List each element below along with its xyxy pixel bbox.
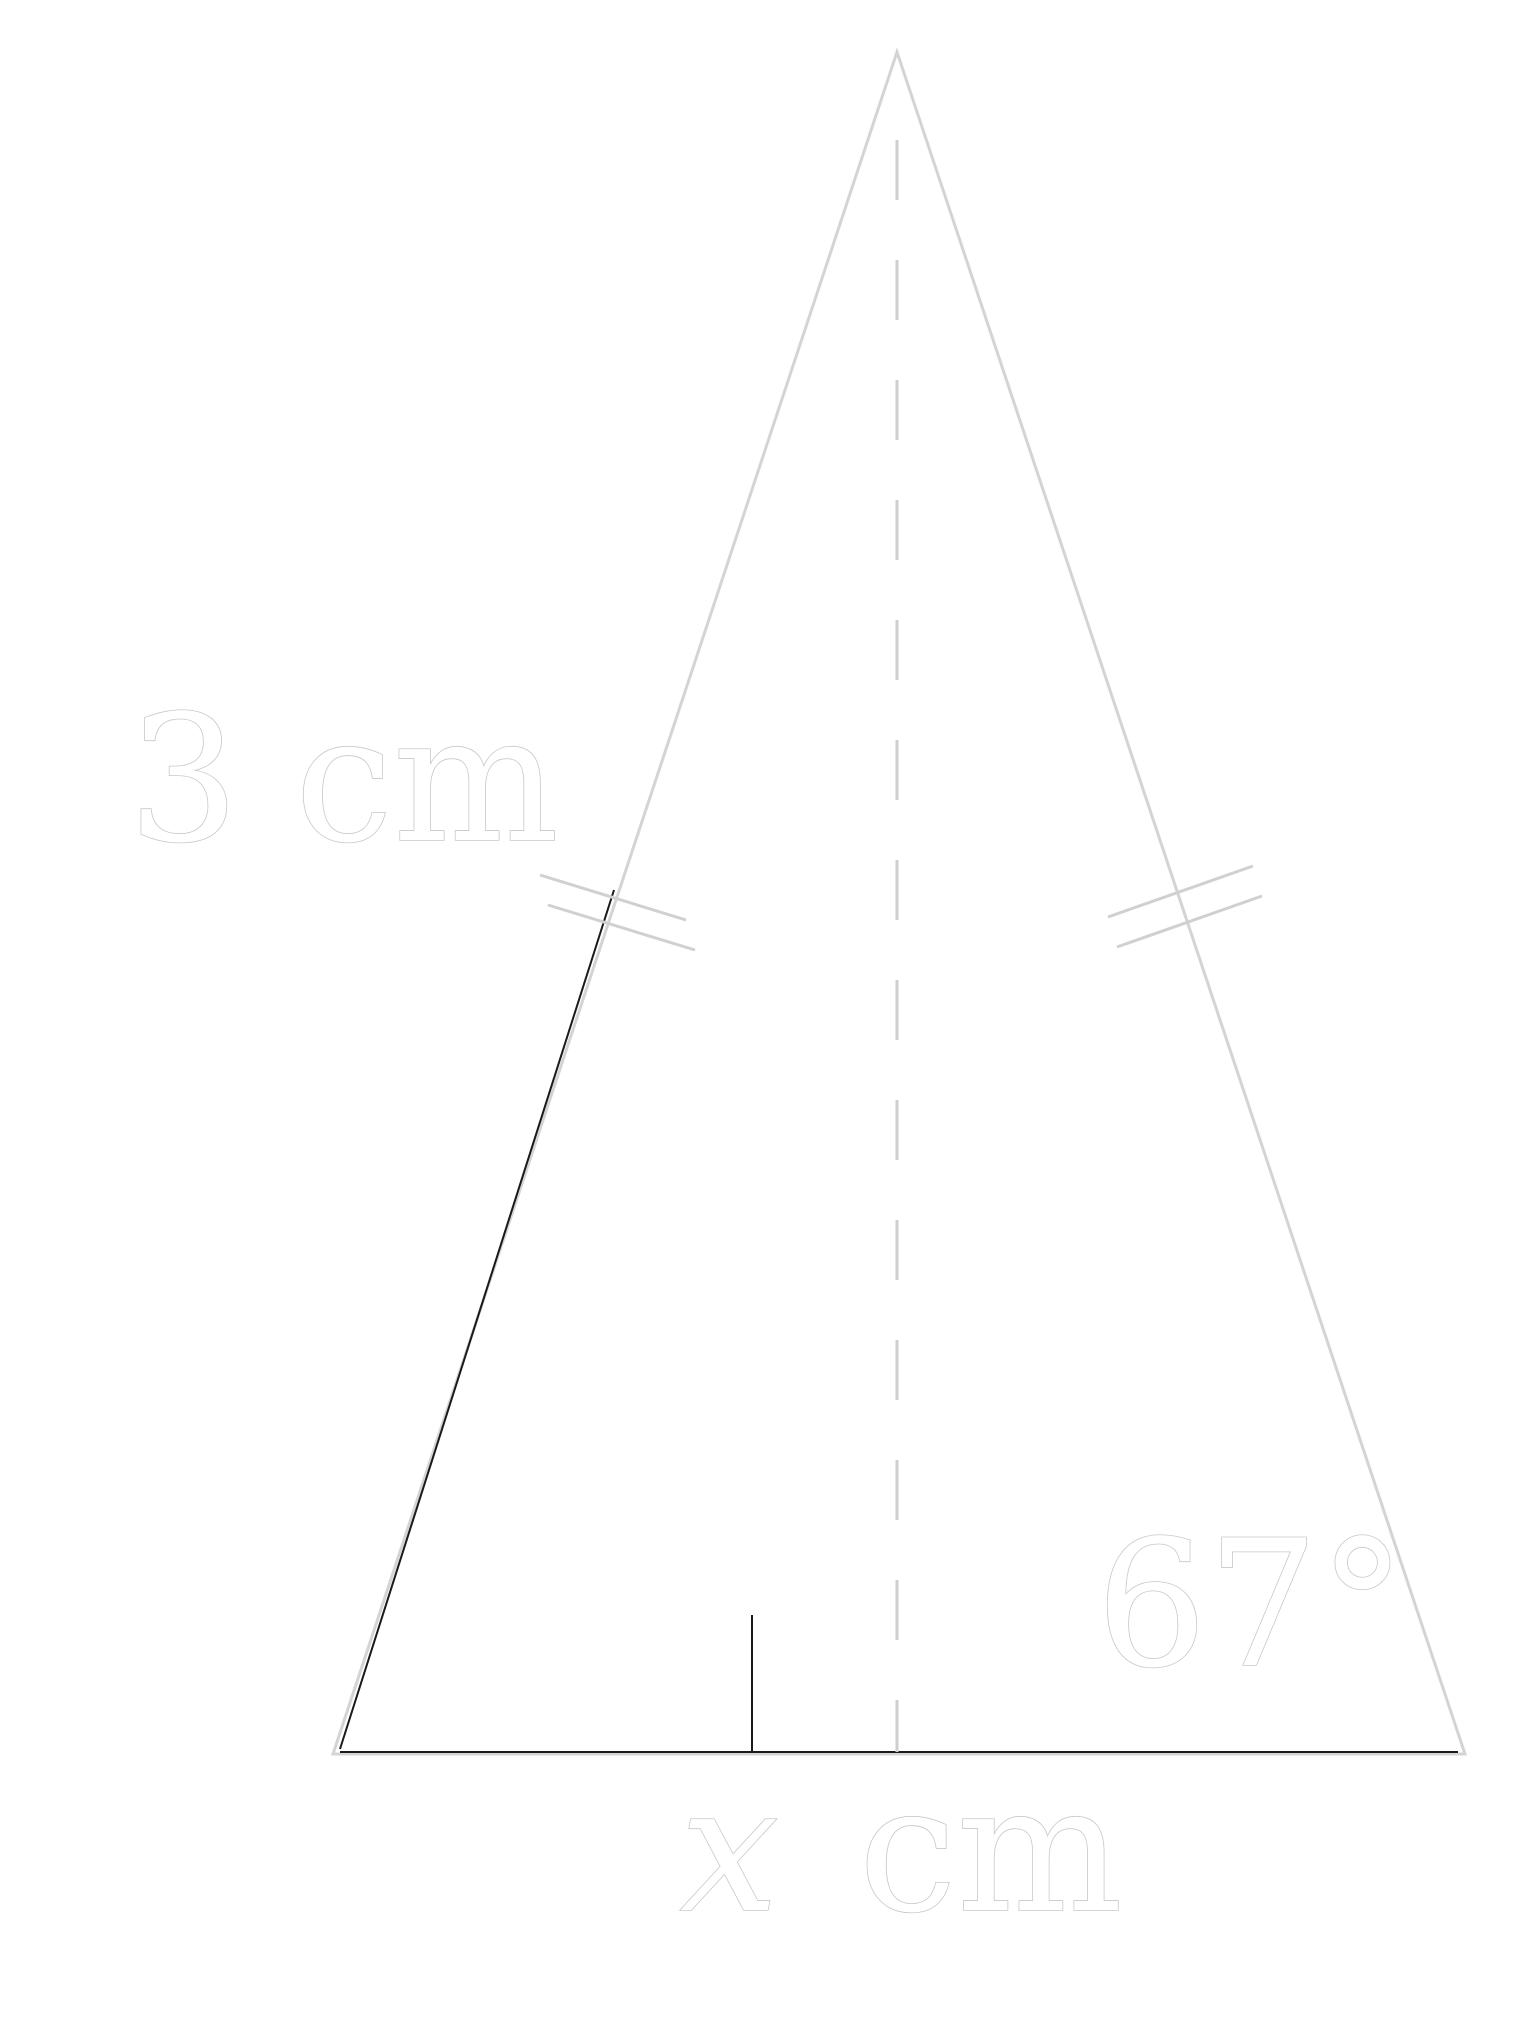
left-side-equal-ticks [539, 873, 696, 952]
side-length-label: 3 cm [128, 679, 559, 882]
base-variable: x [680, 1749, 779, 1952]
angle-label: 67° [1096, 1504, 1406, 1707]
left-side-shadow [339, 889, 615, 1750]
triangle-outline [330, 47, 1468, 1756]
right-side-equal-ticks [1107, 864, 1263, 949]
base-unit: cm [859, 1749, 1123, 1952]
